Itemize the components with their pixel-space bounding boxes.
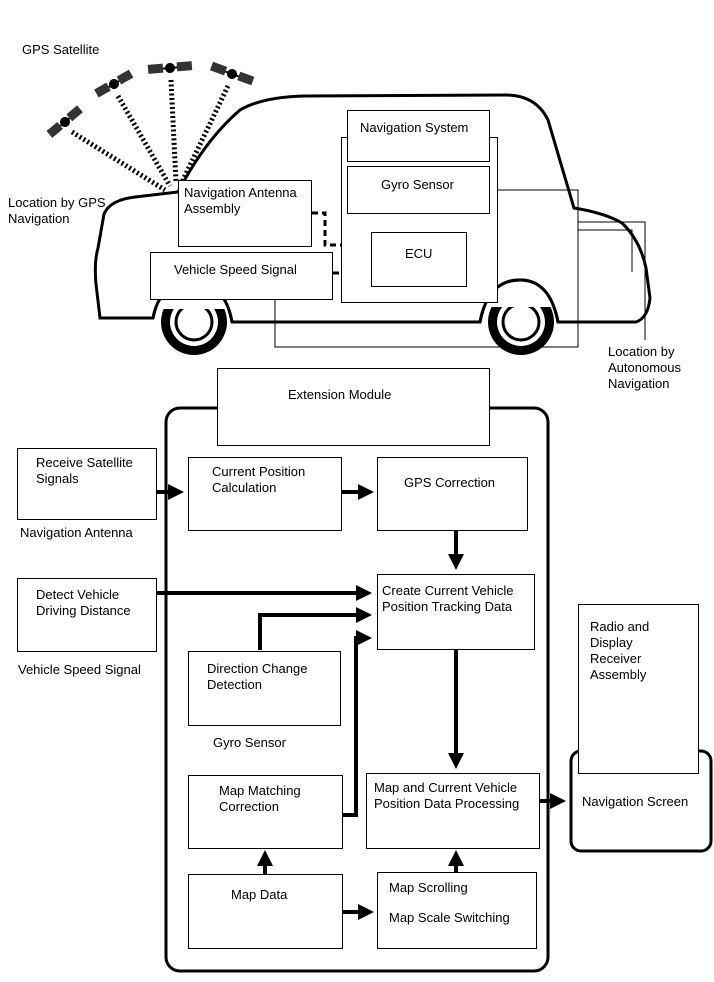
satellite-icon <box>147 61 193 74</box>
gps-correction-label: GPS Correction <box>404 475 496 490</box>
current-position-label: Current Position Calculation <box>212 464 306 495</box>
satellite-icon <box>94 69 134 98</box>
receive-signals-label: Receive Satellite Signals <box>36 455 133 486</box>
gyro-sensor-caption: Gyro Sensor <box>213 735 286 750</box>
map-scrolling-label: Map Scrolling <box>389 880 468 895</box>
receive-signals-box: Receive Satellite Signals <box>17 448 157 520</box>
navigation-antenna-assembly-box: Navigation Antenna Assembly <box>178 180 312 247</box>
navigation-antenna-assembly-label: Navigation Antenna Assembly <box>184 185 297 216</box>
direction-change-label: Direction Change Detection <box>207 661 308 692</box>
ecu-box: ECU <box>371 232 467 287</box>
map-data-box: Map Data <box>188 874 343 949</box>
gyro-sensor-box: Gyro Sensor <box>347 166 490 214</box>
vehicle-speed-signal-box: Vehicle Speed Signal <box>150 252 333 300</box>
flow-arrows <box>157 484 566 920</box>
satellite-icon <box>46 105 83 138</box>
map-matching-box: Map Matching Correction <box>188 775 343 849</box>
map-matching-label: Map Matching Correction <box>219 783 301 814</box>
current-position-box: Current Position Calculation <box>188 457 342 531</box>
map-data-label: Map Data <box>231 887 288 902</box>
create-tracking-box: Create Current Vehicle Position Tracking… <box>377 574 535 650</box>
map-processing-box: Map and Current Vehicle Position Data Pr… <box>366 773 540 849</box>
navigation-system-box: Navigation System <box>347 110 490 162</box>
ecu-label: ECU <box>405 246 433 261</box>
location-autonomous-label: Location by Autonomous Navigation <box>608 344 681 391</box>
map-processing-label: Map and Current Vehicle Position Data Pr… <box>374 780 520 811</box>
gps-correction-box: GPS Correction <box>377 457 528 531</box>
map-scrolling-box: Map Scrolling Map Scale Switching <box>377 872 537 949</box>
radio-display-box: Radio and Display Receiver Assembly <box>578 604 699 774</box>
detect-distance-box: Detect Vehicle Driving Distance <box>17 578 157 652</box>
navigation-antenna-label: Navigation Antenna <box>20 525 133 540</box>
vehicle-speed-signal-label: Vehicle Speed Signal <box>174 262 297 277</box>
radio-display-label: Radio and Display Receiver Assembly <box>590 619 650 682</box>
vehicle-speed-signal-caption: Vehicle Speed Signal <box>18 662 141 677</box>
detect-distance-label: Detect Vehicle Driving Distance <box>36 587 131 618</box>
gyro-sensor-label: Gyro Sensor <box>381 177 454 192</box>
navigation-system-label: Navigation System <box>360 120 469 135</box>
car-body-outline <box>93 93 652 324</box>
location-gps-label: Location by GPS Navigation <box>8 195 106 226</box>
extension-module-box: Extension Module <box>217 368 490 446</box>
top-thin-connectors <box>274 189 646 348</box>
extension-module-label: Extension Module <box>288 387 392 402</box>
map-scale-label: Map Scale Switching <box>389 910 510 925</box>
direction-change-box: Direction Change Detection <box>188 651 341 726</box>
satellite-icon <box>209 61 255 86</box>
signal-waves <box>70 79 231 193</box>
create-tracking-label: Create Current Vehicle Position Tracking… <box>382 583 514 614</box>
gps-satellite-label: GPS Satellite <box>22 42 100 57</box>
navigation-screen-label: Navigation Screen <box>582 794 689 809</box>
